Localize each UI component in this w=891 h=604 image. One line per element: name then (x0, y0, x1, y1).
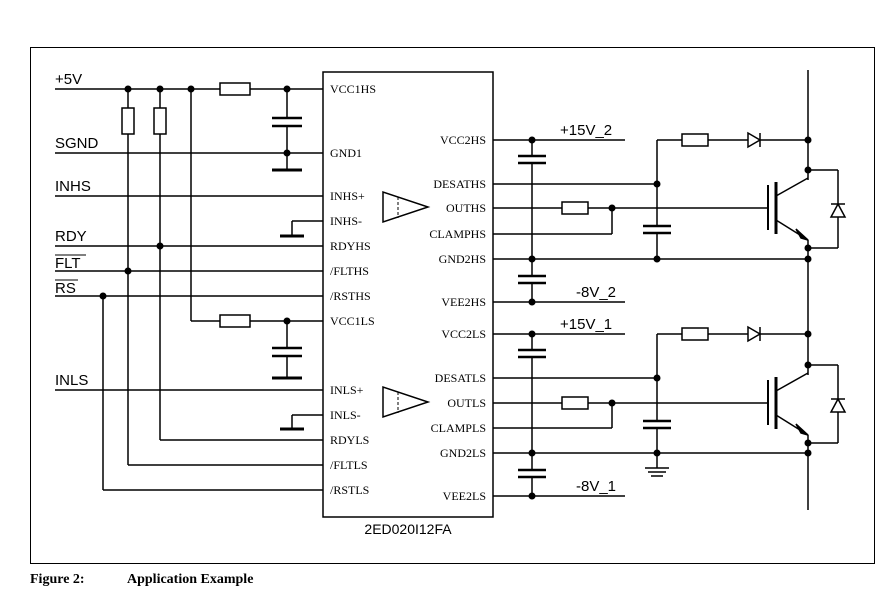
pin-rdyhs: RDYHS (330, 239, 371, 253)
figure-number: Figure 2: (30, 572, 85, 587)
supply-p15v-1: +15V_1 (560, 316, 612, 333)
label-5v: +5V (55, 71, 82, 88)
hs-buffer-symbol (382, 190, 431, 224)
pin-clampls: CLAMPLS (431, 421, 486, 435)
pin-vee2hs: VEE2HS (441, 295, 486, 309)
pin-outls: OUTLS (447, 396, 486, 410)
pullup-resistors (102, 89, 323, 491)
pin-clamphs: CLAMPHS (429, 227, 486, 241)
vcc1ls-filter (191, 314, 323, 380)
label-sgnd: SGND (55, 135, 99, 152)
supply-m8v-1: -8V_1 (576, 478, 616, 495)
pin-gnd2ls: GND2LS (440, 446, 486, 460)
inverting-input-grounds (280, 220, 323, 431)
pin-vcc1hs: VCC1HS (330, 82, 376, 96)
pin-vee2ls: VEE2LS (443, 489, 486, 503)
pin-fltls: /FLTLS (330, 458, 368, 472)
label-inhs: INHS (55, 178, 91, 195)
pin-rdyls: RDYLS (330, 433, 369, 447)
junction-dots-right (528, 136, 812, 500)
output-wires (493, 131, 808, 497)
ls-buffer-symbol (382, 385, 431, 419)
label-inls: INLS (55, 372, 88, 389)
pin-flths: /FLTHS (330, 264, 369, 278)
pin-rsths: /RSTHS (330, 289, 371, 303)
label-rdy: RDY (55, 228, 87, 245)
pin-desatls: DESATLS (435, 371, 486, 385)
pin-inhs-plus: INHS+ (330, 189, 365, 203)
pin-vcc2ls: VCC2LS (441, 327, 486, 341)
vcc1hs-filter (219, 82, 302, 172)
supply-m8v-2: -8V_2 (576, 284, 616, 301)
pin-gnd2hs: GND2HS (439, 252, 486, 266)
pin-desaths: DESATHS (433, 177, 486, 191)
figure-frame (30, 47, 875, 564)
pin-inhs-minus: INHS- (330, 214, 362, 228)
pin-gnd1: GND1 (330, 146, 362, 160)
pin-vcc1ls: VCC1LS (330, 314, 375, 328)
pin-inls-minus: INLS- (330, 408, 361, 422)
pin-inls-plus: INLS+ (330, 383, 364, 397)
pin-vcc2hs: VCC2HS (440, 133, 486, 147)
figure-caption: Figure 2: Application Example (30, 572, 253, 588)
pin-ouths: OUTHS (446, 201, 486, 215)
figure-title: Application Example (127, 572, 254, 587)
junction-dots-left (99, 85, 291, 325)
label-flt: FLT (55, 255, 81, 272)
supply-p15v-2: +15V_2 (560, 122, 612, 139)
label-rs: RS (55, 280, 76, 297)
pin-rstls: /RSTLS (330, 483, 369, 497)
chip-part-number: 2ED020I12FA (364, 521, 452, 537)
driver-ic-body (322, 71, 494, 518)
